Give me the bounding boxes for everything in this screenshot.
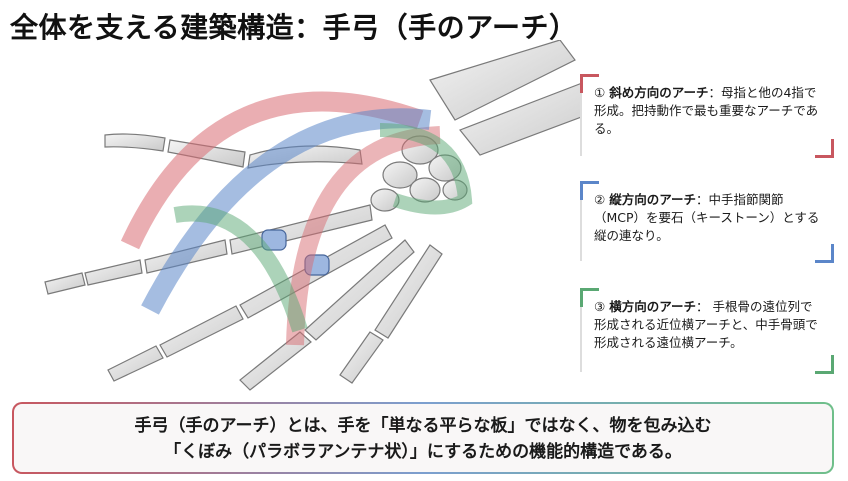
card-oblique-arch: ① 斜め方向のアーチ：母指と他の4指で形成。把持動作で最も重要なアーチである。 [580,74,834,158]
summary-banner: 手弓（手のアーチ）とは、手を「単なる平らな板」ではなく、物を包み込む 「くぼみ（… [12,402,834,474]
hand-skeleton-illustration [44,40,601,391]
card-longitudinal-arch: ② 縦方向のアーチ：中手指節関節（MCP）を要石（キーストーン）とする縦の連なり… [580,181,834,263]
card-number: ① [594,85,606,100]
transverse-arch-icon [173,205,308,333]
card-heading: 横方向のアーチ [609,299,696,314]
page-title: 全体を支える建築構造：手弓（手のアーチ） [10,11,578,44]
banner-line-1: 手弓（手のアーチ）とは、手を「単なる平らな板」ではなく、物を包み込む [134,416,712,436]
card-body: ：母指と他の4指で形成。把持動作で最も重要なアーチである。 [594,85,819,136]
card-body: ： 手根骨の遠位列で形成される近位横アーチと、中手骨頭で形成される遠位横アーチ。 [594,299,818,350]
oblique-arch-icon [120,91,424,250]
card-heading: 斜め方向のアーチ [609,85,709,100]
longitudinal-arch-icon [141,108,432,315]
banner-line-2: 「くぼみ（パラボラアンテナ状）」にするための機能的構造である。 [164,442,682,462]
card-body: ：中手指節関節（MCP）を要石（キーストーン）とする縦の連なり。 [594,192,820,243]
card-heading: 縦方向のアーチ [609,192,696,207]
card-transverse-arch: ③ 横方向のアーチ： 手根骨の遠位列で形成される近位横アーチと、中手骨頭で形成さ… [580,288,834,374]
card-number: ② [594,192,606,207]
card-number: ③ [594,299,606,314]
